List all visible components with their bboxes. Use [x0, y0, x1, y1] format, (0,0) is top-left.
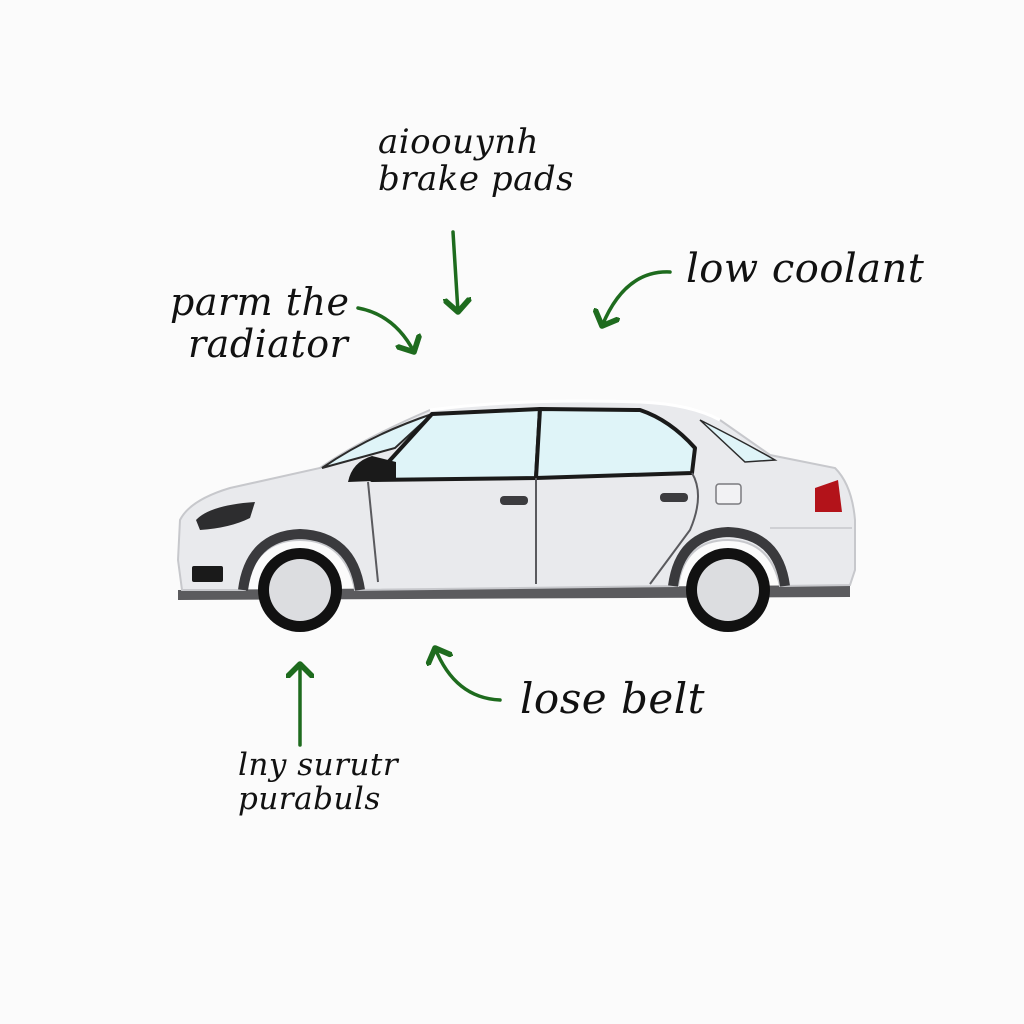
top-note-line2: brake pads — [378, 159, 575, 200]
arrow-icon — [435, 648, 502, 702]
front-wheel — [258, 548, 342, 632]
top-note-line1: aioouynh — [378, 122, 539, 162]
rear-door-handle — [660, 493, 688, 502]
car-rocker-panel — [178, 585, 850, 600]
left-note-line2: radiator — [188, 321, 349, 366]
arrow-icon — [356, 306, 414, 352]
right-note: low coolant — [686, 246, 925, 292]
arrow-icon — [602, 270, 672, 326]
rear-wheel — [686, 548, 770, 632]
left-note-line1: parm the — [170, 280, 350, 324]
car-rear-window — [534, 407, 697, 480]
car-fog-light — [192, 566, 223, 582]
top-note: aioouynh brake pads — [378, 122, 575, 200]
front-door-handle — [500, 496, 528, 505]
car-side-mirror — [348, 456, 396, 482]
car-illustration — [176, 399, 856, 632]
bottom-left-note: lny surutr purabuls — [238, 748, 398, 816]
car-tail-light — [815, 480, 842, 512]
fuel-cap — [715, 483, 742, 505]
left-note: parm the radiator — [170, 280, 350, 366]
arrow-icon — [453, 230, 458, 312]
bottom-left-note-line1: lny surutr — [238, 747, 399, 783]
car-headlight — [196, 502, 255, 530]
bottom-left-note-line2: purabuls — [238, 781, 381, 818]
bottom-right-note: lose belt — [520, 674, 706, 723]
